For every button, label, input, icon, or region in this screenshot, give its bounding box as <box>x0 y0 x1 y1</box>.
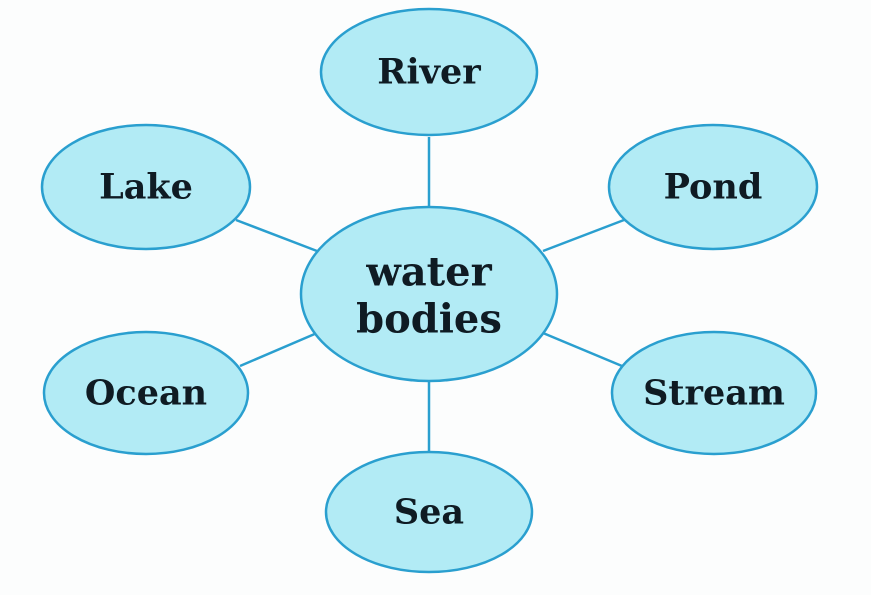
node-pond: Pond <box>607 123 819 251</box>
node-ocean-ellipse <box>42 330 250 456</box>
node-lake: Lake <box>40 123 252 251</box>
node-lake-label: Lake <box>99 167 193 208</box>
node-ocean: Ocean <box>42 330 250 456</box>
connector-pond <box>542 218 625 253</box>
node-stream-ellipse <box>610 330 818 456</box>
connectors <box>235 137 625 455</box>
connector-ocean <box>239 331 318 368</box>
node-sea-label: Sea <box>394 492 464 533</box>
node-river: River <box>319 7 539 137</box>
center-label-line2: bodies <box>356 296 502 343</box>
center-node-ellipse <box>299 205 559 383</box>
node-river-label: River <box>377 52 481 93</box>
node-sea: Sea <box>324 450 534 574</box>
node-stream: Stream <box>610 330 818 456</box>
connector-lake <box>235 218 318 253</box>
node-lake-ellipse <box>40 123 252 251</box>
node-ocean-label: Ocean <box>85 373 207 414</box>
node-pond-ellipse <box>607 123 819 251</box>
center-node: water bodies <box>299 205 559 383</box>
node-stream-label: Stream <box>643 373 785 414</box>
node-pond-label: Pond <box>664 167 763 208</box>
connector-stream <box>542 331 623 368</box>
node-river-ellipse <box>319 7 539 137</box>
node-sea-ellipse <box>324 450 534 574</box>
center-label-line1: water <box>365 249 492 296</box>
